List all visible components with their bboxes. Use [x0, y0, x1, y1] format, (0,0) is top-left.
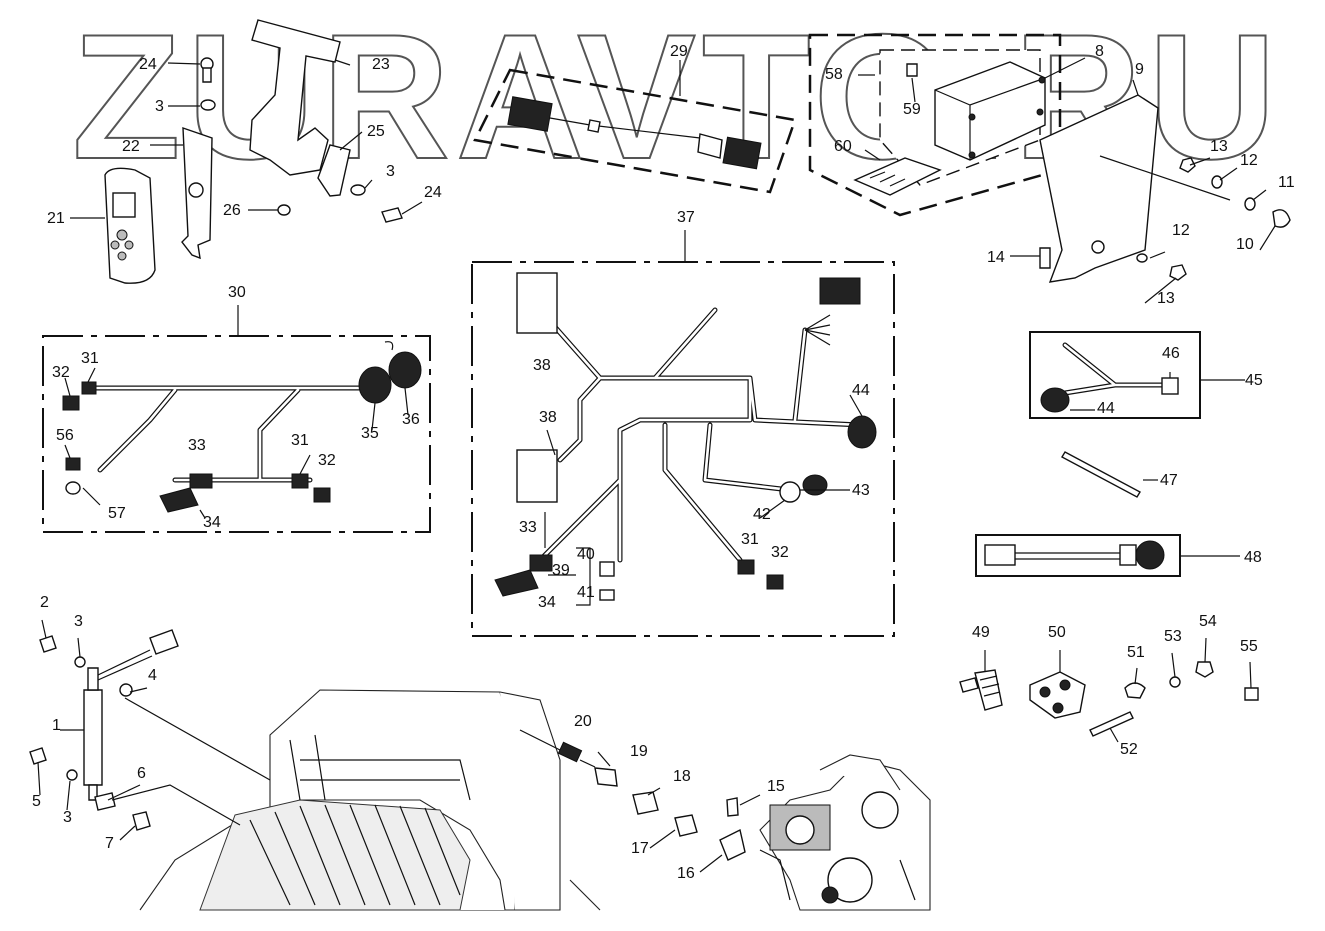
callout-c8: 8: [1095, 43, 1104, 60]
callout-c53: 53: [1164, 628, 1182, 645]
callout-c45: 45: [1245, 372, 1263, 389]
callout-c31c: 31: [741, 531, 759, 548]
callout-c23: 23: [372, 56, 390, 73]
cable-assembly-45: [1029, 331, 1245, 419]
callout-c33a: 33: [188, 437, 206, 454]
callout-c7: 7: [105, 835, 114, 852]
callout-c15: 15: [767, 778, 785, 795]
callout-c36: 36: [402, 411, 420, 428]
callout-c33b: 33: [519, 519, 537, 536]
callout-c60: 60: [834, 138, 852, 155]
callout-labels: 1233334567891011121213131415161718192021…: [32, 43, 1295, 882]
callout-c57: 57: [108, 505, 126, 522]
callout-c3d: 3: [386, 163, 395, 180]
callout-c12a: 12: [1240, 152, 1258, 169]
callout-c32b: 32: [318, 452, 336, 469]
callout-c2: 2: [40, 594, 49, 611]
machine-base-drawing: [139, 689, 931, 911]
callout-c37: 37: [677, 209, 695, 226]
callout-c49: 49: [972, 624, 990, 641]
callout-c41: 41: [577, 584, 595, 601]
cylinder-assembly: [29, 619, 271, 841]
callout-c55: 55: [1240, 638, 1258, 655]
hydraulic-fittings: [519, 729, 761, 873]
callout-c12b: 12: [1172, 222, 1190, 239]
callout-c21: 21: [47, 210, 65, 227]
callout-c11: 11: [1278, 174, 1295, 191]
callout-c13b: 13: [1157, 290, 1175, 307]
callout-c31b: 31: [291, 432, 309, 449]
callout-c44b: 44: [1097, 400, 1115, 417]
callout-c13a: 13: [1210, 138, 1228, 155]
cable-assembly-48: [975, 534, 1240, 577]
callout-c3c: 3: [155, 98, 164, 115]
callout-c34a: 34: [203, 514, 221, 531]
callout-c47: 47: [1160, 472, 1178, 489]
callout-c9: 9: [1135, 61, 1144, 78]
callout-c44a: 44: [852, 382, 870, 399]
callout-c50: 50: [1048, 624, 1066, 641]
callout-c32a: 32: [52, 364, 70, 381]
callout-c17: 17: [631, 840, 649, 857]
callout-c52: 52: [1120, 741, 1138, 758]
callout-c54: 54: [1199, 613, 1217, 630]
callout-c40: 40: [577, 546, 595, 563]
callout-c24a: 24: [139, 56, 157, 73]
callout-c16: 16: [677, 865, 695, 882]
mounting-brackets: [150, 19, 423, 260]
callout-c31a: 31: [81, 350, 99, 367]
callout-c35: 35: [361, 425, 379, 442]
callout-c18: 18: [673, 768, 691, 785]
callout-c20: 20: [574, 713, 592, 730]
callout-c14: 14: [987, 249, 1005, 266]
callout-c34b: 34: [538, 594, 556, 611]
callout-c6: 6: [137, 765, 146, 782]
callout-c32c: 32: [771, 544, 789, 561]
callout-c10: 10: [1236, 236, 1254, 253]
callout-c1: 1: [52, 717, 61, 734]
callout-c22: 22: [122, 138, 140, 155]
callout-c30: 30: [228, 284, 246, 301]
harness-frame-30: [42, 305, 431, 533]
callout-c38a: 38: [533, 357, 551, 374]
callout-c56: 56: [56, 427, 74, 444]
callout-c48: 48: [1244, 549, 1262, 566]
remote-display-unit: [70, 167, 156, 284]
callout-c39: 39: [552, 562, 570, 579]
callout-c3b: 3: [63, 809, 72, 826]
callout-c19: 19: [630, 743, 648, 760]
callout-c4: 4: [148, 667, 157, 684]
callout-c46: 46: [1162, 345, 1180, 362]
callout-c38b: 38: [539, 409, 557, 426]
callout-c59: 59: [903, 101, 921, 118]
callout-c43: 43: [852, 482, 870, 499]
callout-c5: 5: [32, 793, 41, 810]
callout-c3a: 3: [74, 613, 83, 630]
fittings-49-55: [959, 637, 1259, 743]
callout-c24b: 24: [424, 184, 442, 201]
callout-c42: 42: [753, 506, 771, 523]
harness-frame-37: [471, 230, 895, 637]
callout-c51: 51: [1127, 644, 1145, 661]
callout-c26: 26: [223, 202, 241, 219]
callout-c58: 58: [825, 66, 843, 83]
cable-tie: [1061, 451, 1158, 498]
callout-c29: 29: [670, 43, 688, 60]
callout-c25: 25: [367, 123, 385, 140]
cable-assembly-29: [473, 60, 797, 194]
control-box-assembly: [808, 33, 1291, 304]
